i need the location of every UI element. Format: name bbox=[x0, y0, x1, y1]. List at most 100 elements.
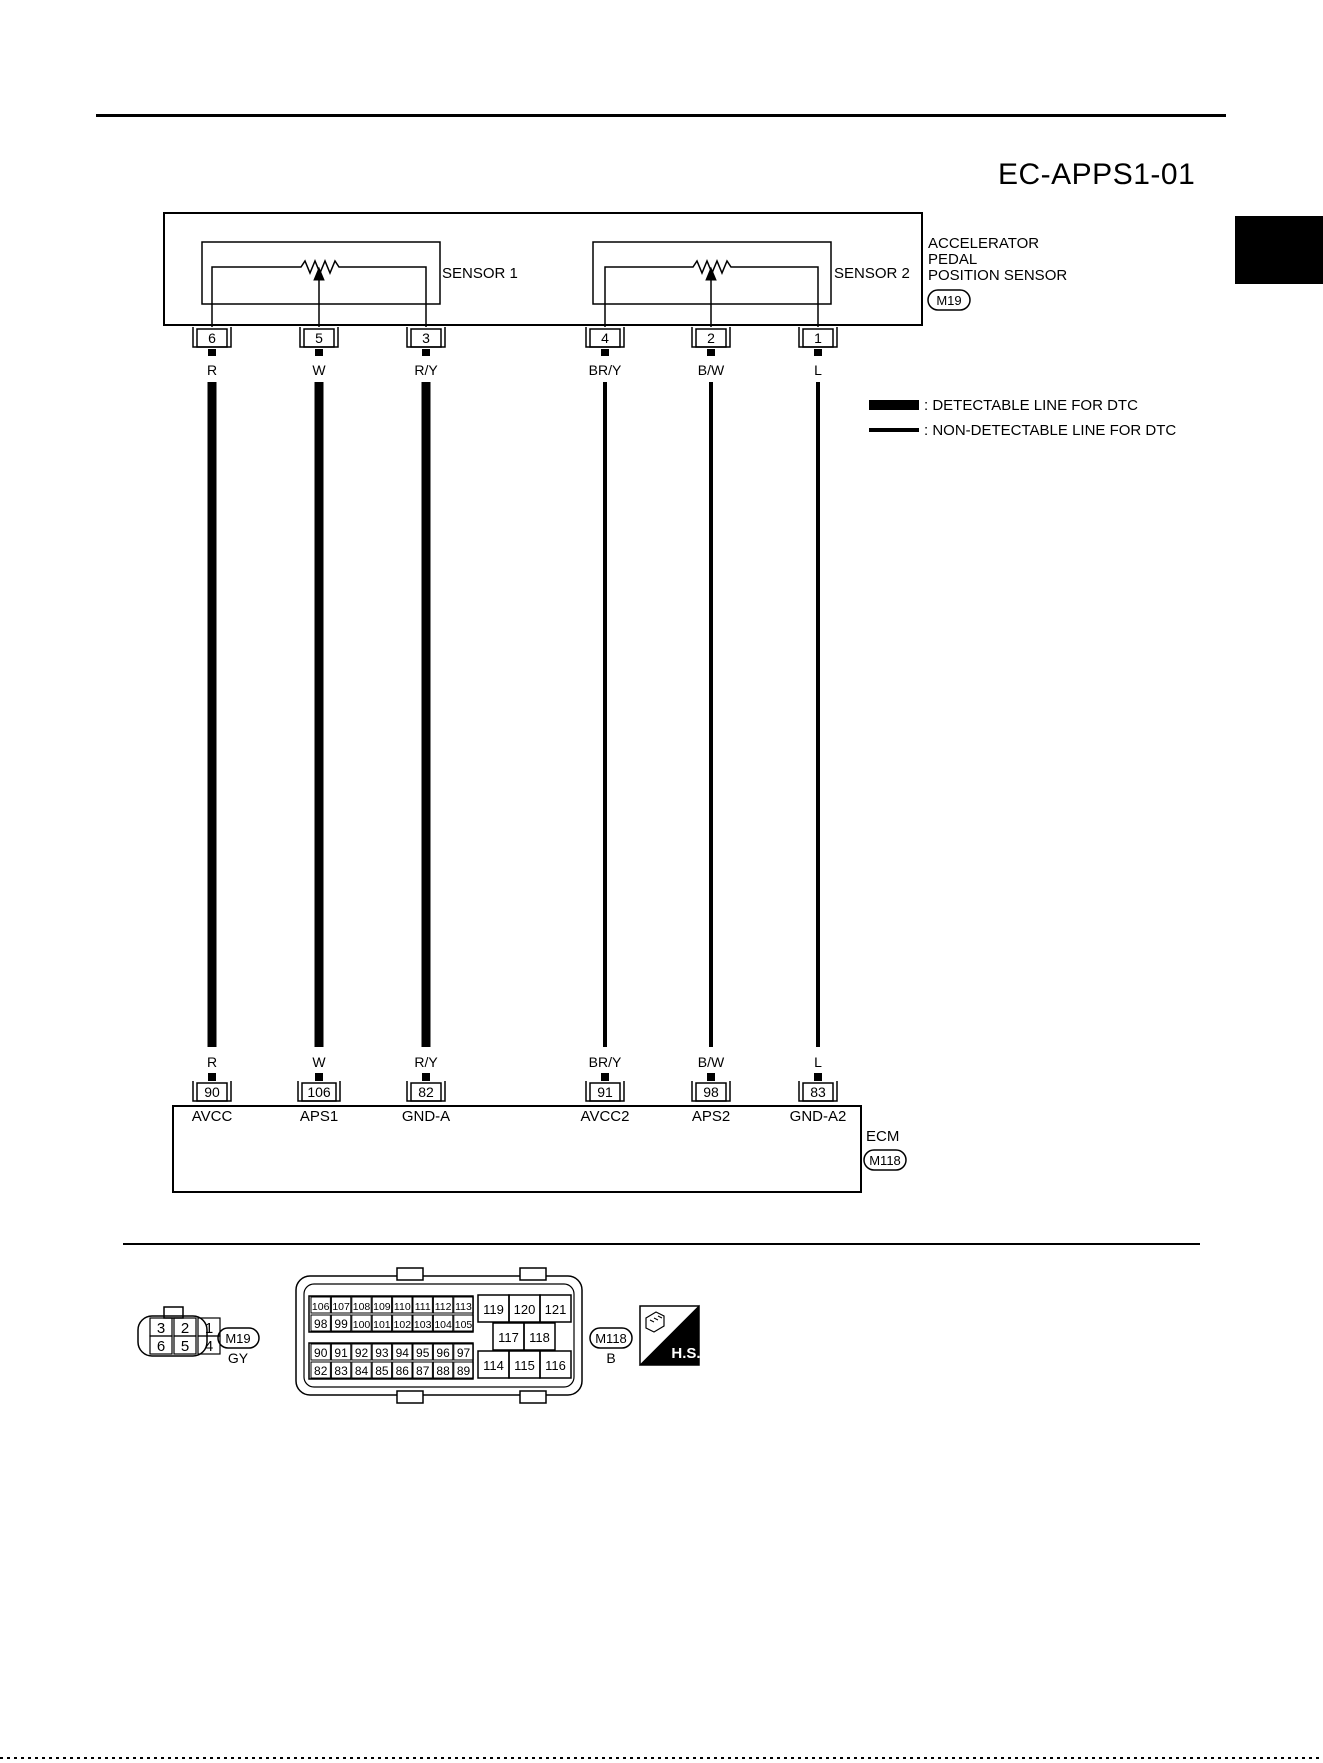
cavity-number: 87 bbox=[416, 1364, 430, 1378]
wire-color-top: R/Y bbox=[414, 362, 438, 378]
cavity-number: 97 bbox=[457, 1346, 471, 1360]
connector-cavity bbox=[330, 1296, 352, 1314]
ecm-pin: 106 bbox=[297, 1081, 341, 1102]
ecm-pin: 90 bbox=[192, 1081, 232, 1102]
badge-label: H.S. bbox=[671, 1345, 700, 1362]
legend-label: : DETECTABLE LINE FOR DTC bbox=[924, 397, 1138, 414]
sensor-pin: 3 bbox=[406, 327, 446, 348]
connector-cavity bbox=[173, 1335, 197, 1355]
connector-cavity bbox=[453, 1361, 474, 1379]
ecm-pin: 83 bbox=[798, 1081, 838, 1102]
connector-cavity bbox=[351, 1361, 372, 1379]
sensor-name-line: POSITION SENSOR bbox=[928, 267, 1067, 284]
wire-color-top: L bbox=[814, 362, 822, 378]
ref-label: M19 bbox=[936, 293, 961, 308]
icon-detail bbox=[649, 1315, 663, 1323]
sensor-enclosure bbox=[201, 241, 441, 305]
pin-stub bbox=[208, 1073, 216, 1081]
connector-cavity bbox=[539, 1350, 572, 1379]
pin-box bbox=[301, 1082, 337, 1102]
ecm-pin: 82 bbox=[406, 1081, 446, 1102]
wire-color-bottom: B/W bbox=[698, 1054, 725, 1070]
pin-stub bbox=[422, 349, 430, 356]
pin-box bbox=[589, 328, 621, 348]
pin-number: 83 bbox=[810, 1084, 826, 1100]
cavity-number: 117 bbox=[498, 1330, 519, 1345]
cavity-number: 99 bbox=[334, 1317, 348, 1331]
connector-ref: M118 bbox=[595, 1331, 627, 1346]
cavity-number: 4 bbox=[205, 1338, 213, 1355]
harness-connector-icon bbox=[645, 1311, 665, 1333]
pin-number: 98 bbox=[703, 1084, 719, 1100]
pin-stub bbox=[601, 1073, 609, 1081]
legend-line-sample bbox=[869, 428, 919, 432]
legend-detectable: : DETECTABLE LINE FOR DTC bbox=[869, 397, 1138, 414]
connector-latch-bottom bbox=[519, 1390, 547, 1404]
connector-cavity bbox=[149, 1335, 173, 1355]
pin-number: 3 bbox=[422, 330, 430, 346]
cavity-number: 88 bbox=[436, 1364, 450, 1378]
pin-number: 90 bbox=[204, 1084, 220, 1100]
sensor-element-2: SENSOR 2 bbox=[592, 241, 910, 327]
cavity-number: 108 bbox=[353, 1301, 371, 1313]
cavity-number: 2 bbox=[181, 1320, 189, 1337]
connector-cavity bbox=[412, 1361, 433, 1379]
ecm-connector-ref-badge: M118 bbox=[863, 1149, 907, 1171]
pin-number: 106 bbox=[307, 1084, 331, 1100]
connector-color-code: B bbox=[606, 1350, 615, 1366]
connector-cavity bbox=[351, 1296, 372, 1314]
diagram-code: EC-APPS1-01 bbox=[998, 158, 1196, 191]
wire-color-bottom: W bbox=[312, 1054, 326, 1070]
cavity-number: 102 bbox=[394, 1319, 412, 1331]
connector-cavity bbox=[539, 1294, 572, 1323]
connector-ref: M19 bbox=[225, 1331, 250, 1346]
sensor-pin: 1 bbox=[798, 327, 838, 348]
cavity-number: 121 bbox=[545, 1302, 567, 1317]
cavity-number: 106 bbox=[312, 1301, 330, 1313]
ref-oval bbox=[927, 289, 971, 311]
wire-color-top: R bbox=[207, 362, 217, 378]
cavity-number: 115 bbox=[514, 1358, 535, 1373]
pin-stub bbox=[422, 1073, 430, 1081]
wire-color-top: BR/Y bbox=[589, 362, 622, 378]
ecm-signal-label: GND-A bbox=[402, 1108, 450, 1125]
connector-cavity bbox=[412, 1314, 433, 1332]
ecm-pin: 98 bbox=[691, 1081, 731, 1102]
legend-label: : NON-DETECTABLE LINE FOR DTC bbox=[924, 422, 1176, 439]
cavity-number: 110 bbox=[394, 1301, 411, 1313]
cavity-number: 118 bbox=[529, 1330, 550, 1345]
cavity-number: 107 bbox=[332, 1301, 350, 1313]
ref-oval bbox=[863, 1149, 907, 1171]
connector-cavity bbox=[330, 1314, 352, 1332]
ecm-pin: 91 bbox=[585, 1081, 625, 1102]
connector-color-code: GY bbox=[228, 1350, 249, 1366]
ecm-signal-label: APS1 bbox=[300, 1108, 338, 1125]
connector-cavity bbox=[432, 1296, 454, 1314]
wire-color-bottom: BR/Y bbox=[589, 1054, 622, 1070]
cavity-number: 104 bbox=[434, 1319, 452, 1331]
connector-latch-bottom bbox=[396, 1390, 424, 1404]
connector-cavity bbox=[371, 1296, 393, 1314]
ref-oval bbox=[589, 1327, 633, 1349]
connector-cavity bbox=[371, 1314, 393, 1332]
cavity-number: 85 bbox=[375, 1364, 389, 1378]
line-legend: : DETECTABLE LINE FOR DTC : NON-DETECTABL… bbox=[869, 397, 1176, 439]
sensor-pin: 5 bbox=[299, 327, 339, 348]
pin-box bbox=[802, 328, 834, 348]
pin-box bbox=[589, 1082, 621, 1102]
connector-body-inner bbox=[303, 1283, 575, 1388]
connector-cavity bbox=[432, 1343, 454, 1361]
cavity-number: 103 bbox=[414, 1319, 432, 1331]
pin-box bbox=[410, 328, 442, 348]
pin-box bbox=[303, 328, 335, 348]
wire-color-bottom: L bbox=[814, 1054, 822, 1070]
pin-box bbox=[196, 328, 228, 348]
cavity-number: 101 bbox=[373, 1319, 391, 1331]
cavity-number: 94 bbox=[396, 1346, 410, 1360]
sensor-pin: 2 bbox=[691, 327, 731, 348]
